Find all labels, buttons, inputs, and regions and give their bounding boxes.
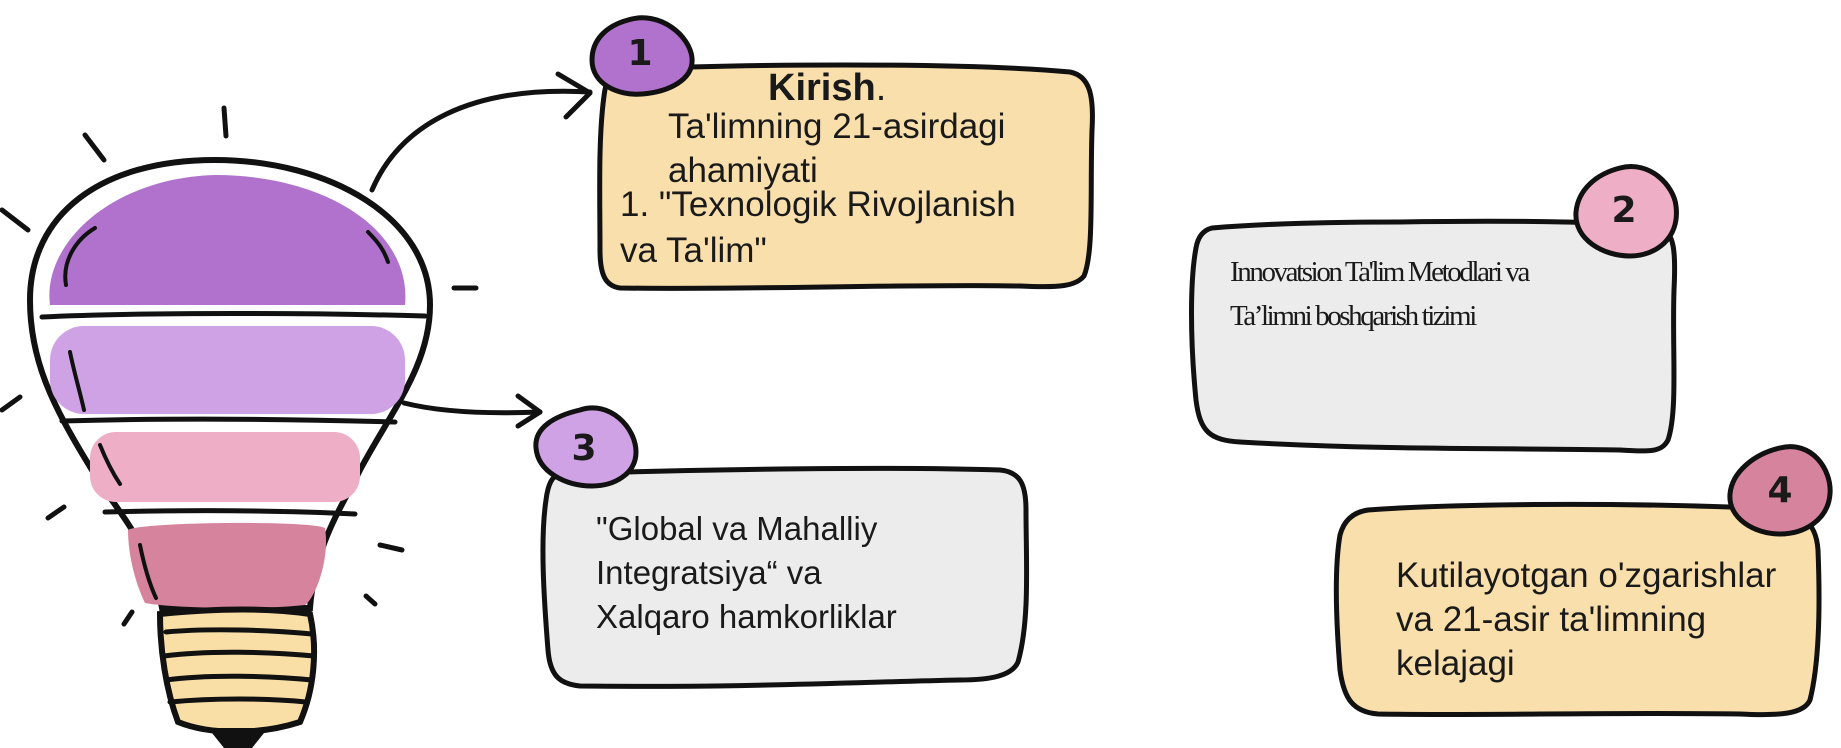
card-4-line-3: kelajagi <box>1396 644 1515 683</box>
card-4-badge <box>1727 444 1833 537</box>
card-4 <box>1333 444 1833 718</box>
card-2-box <box>1189 218 1678 454</box>
card-3-badge <box>533 405 639 489</box>
card-2 <box>1189 164 1679 454</box>
card-3-number: 3 <box>571 428 597 469</box>
lightbulb-icon <box>0 105 479 748</box>
card-3 <box>533 405 1030 689</box>
card-2-line-1: Innovatsion Ta'lim Metodlari va <box>1230 256 1530 288</box>
card-3-line-1: "Global va Mahalliy <box>596 510 878 547</box>
card-4-box <box>1333 501 1822 718</box>
card-2-line-2: Ta’limni boshqarish tizimi <box>1230 300 1477 332</box>
card-1-line-4: va Ta'lim" <box>620 231 767 270</box>
bulb-stripe-1 <box>49 175 406 305</box>
card-3-line-3: Xalqaro hamkorliklar <box>596 598 897 635</box>
bulb-stripe-2 <box>50 326 405 414</box>
card-2-badge <box>1573 164 1679 259</box>
card-1-line-3: 1. "Texnologik Rivojlanish <box>620 185 1016 224</box>
card-4-line-1: Kutilayotgan o'zgarishlar <box>1396 556 1777 595</box>
card-1-heading: Kirish. <box>768 66 886 110</box>
arrow-to-card-1 <box>369 71 593 193</box>
bulb-stripe-4 <box>128 522 326 608</box>
bulb-base <box>156 606 318 748</box>
card-4-number: 4 <box>1767 470 1793 511</box>
card-1 <box>589 15 1095 291</box>
card-1-number: 1 <box>627 33 653 74</box>
card-1-heading-text: Kirish <box>768 67 876 109</box>
card-4-line-2: va 21-asir ta'limning <box>1396 600 1707 639</box>
card-3-line-2: Integratsiya“ va <box>596 554 822 591</box>
arrow-to-card-3 <box>401 393 543 429</box>
card-1-line-1: Ta'limning 21-asirdagi <box>668 107 1006 146</box>
card-1-heading-dot: . <box>875 67 887 109</box>
card-1-box <box>597 62 1095 291</box>
card-3-box <box>540 465 1030 689</box>
glow-rays <box>0 105 479 627</box>
bulb-stripe-3 <box>90 432 360 502</box>
card-1-line-2: ahamiyati <box>668 151 818 190</box>
card-2-number: 2 <box>1611 190 1637 231</box>
card-1-badge <box>589 15 695 97</box>
